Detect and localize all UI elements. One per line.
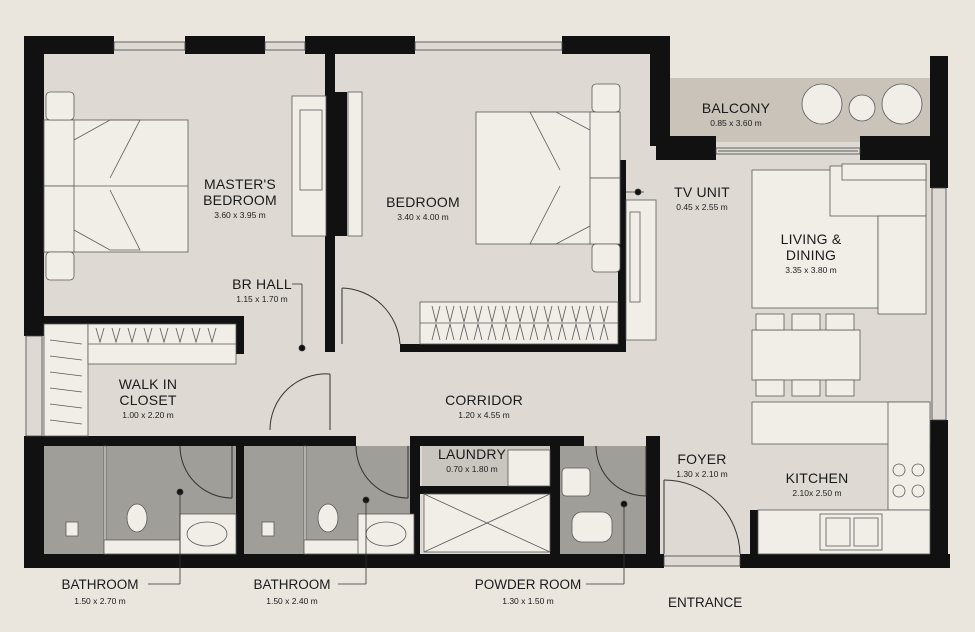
label-foyer: FOYER 1.30 x 2.10 m bbox=[664, 451, 740, 480]
label-corridor: CORRIDOR 1.20 x 4.55 m bbox=[436, 392, 532, 421]
walk-in-closet-dims: 1.00 x 2.20 m bbox=[122, 410, 174, 421]
master-bedroom-name-1: MASTER'S bbox=[204, 176, 276, 192]
bathroom-2-name: BATHROOM bbox=[253, 577, 331, 592]
foyer-dims: 1.30 x 2.10 m bbox=[676, 469, 728, 480]
walk-in-closet-name-1: WALK IN bbox=[118, 376, 178, 392]
corridor-dims: 1.20 x 4.55 m bbox=[458, 410, 510, 421]
living-dining-name-1: LIVING & bbox=[780, 231, 842, 247]
br-hall-dims: 1.15 x 1.70 m bbox=[236, 294, 288, 305]
bathroom-2-dims: 1.50 x 2.40 m bbox=[266, 596, 318, 606]
living-dining-name-2: DINING bbox=[785, 247, 837, 264]
label-br-hall: BR HALL 1.15 x 1.70 m bbox=[222, 276, 302, 305]
bedroom-name: BEDROOM bbox=[386, 194, 460, 210]
door-swings bbox=[179, 287, 741, 555]
living-dining-dims: 3.35 x 3.80 m bbox=[785, 265, 837, 276]
laundry-name: LAUNDRY bbox=[437, 446, 507, 462]
bathroom-1-name: BATHROOM bbox=[61, 577, 139, 592]
balcony-dims: 0.85 x 3.60 m bbox=[710, 118, 762, 129]
label-walk-in-closet: WALK IN CLOSET 1.00 x 2.20 m bbox=[100, 376, 196, 421]
label-balcony: BALCONY 0.85 x 3.60 m bbox=[690, 100, 782, 129]
laundry-unit bbox=[423, 449, 551, 553]
powder-room-dims: 1.30 x 1.50 m bbox=[502, 596, 554, 606]
label-kitchen: KITCHEN 2.10x 2.50 m bbox=[774, 470, 860, 499]
corridor-name: CORRIDOR bbox=[445, 392, 523, 408]
bathroom-fixtures bbox=[65, 445, 613, 555]
label-living-dining: LIVING & DINING 3.35 x 3.80 m bbox=[766, 231, 856, 276]
dining-table bbox=[751, 313, 861, 397]
bedroom-dims: 3.40 x 4.00 m bbox=[397, 212, 449, 223]
label-tv-unit: TV UNIT 0.45 x 2.55 m bbox=[660, 184, 744, 213]
entrance-label: ENTRANCE bbox=[668, 595, 743, 610]
stove-burners bbox=[892, 463, 925, 498]
tv-unit-name: TV UNIT bbox=[674, 184, 730, 200]
walk-in-closet-name-2: CLOSET bbox=[119, 392, 177, 409]
label-bathroom-1: BATHROOM 1.50 x 2.70 m bbox=[48, 577, 152, 606]
tv-unit bbox=[625, 199, 657, 341]
powder-room-name: POWDER ROOM bbox=[474, 577, 582, 592]
closet-hangers bbox=[49, 327, 217, 425]
balcony-name: BALCONY bbox=[701, 100, 771, 116]
label-powder-room: POWDER ROOM 1.30 x 1.50 m bbox=[466, 577, 590, 606]
master-bed bbox=[43, 91, 189, 281]
label-master-bedroom: MASTER'S BEDROOM 3.60 x 3.95 m bbox=[190, 176, 290, 221]
laundry-dims: 0.70 x 1.80 m bbox=[446, 464, 498, 475]
bathroom-1-dims: 1.50 x 2.70 m bbox=[74, 596, 126, 606]
kitchen-counter bbox=[751, 401, 931, 555]
bedroom-bed bbox=[475, 83, 621, 273]
bedroom-wardrobe bbox=[419, 301, 619, 345]
master-bedroom-dims: 3.60 x 3.95 m bbox=[214, 210, 266, 221]
kitchen-dims: 2.10x 2.50 m bbox=[792, 488, 842, 499]
master-wardrobe bbox=[291, 91, 363, 237]
label-bedroom: BEDROOM 3.40 x 4.00 m bbox=[378, 194, 468, 223]
br-hall-name: BR HALL bbox=[232, 276, 292, 292]
label-laundry: LAUNDRY 0.70 x 1.80 m bbox=[432, 446, 512, 475]
foyer-name: FOYER bbox=[677, 451, 727, 467]
balcony-furniture bbox=[801, 83, 923, 125]
bedroom-wardrobe-hangers bbox=[431, 305, 609, 341]
label-leaders bbox=[148, 188, 644, 585]
sofa bbox=[751, 163, 927, 315]
exterior-area bbox=[668, 40, 932, 78]
kitchen-name: KITCHEN bbox=[785, 470, 849, 486]
label-bathroom-2: BATHROOM 1.50 x 2.40 m bbox=[240, 577, 344, 606]
walls bbox=[24, 36, 950, 568]
tv-unit-dims: 0.45 x 2.55 m bbox=[676, 202, 728, 213]
master-bedroom-name-2: BEDROOM bbox=[203, 192, 277, 209]
